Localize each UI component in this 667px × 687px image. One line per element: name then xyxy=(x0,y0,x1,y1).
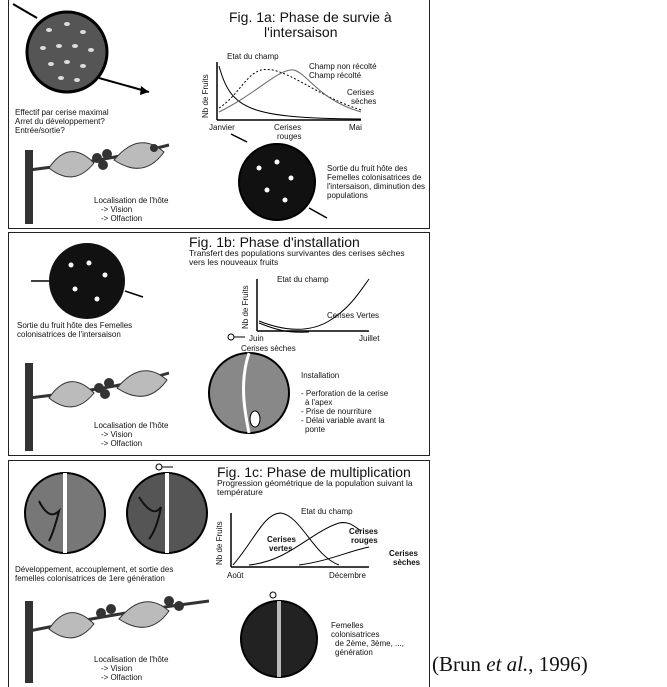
chart-1a-series-1: Champ non récolté xyxy=(309,62,377,71)
right-label-4: génération xyxy=(335,648,373,657)
infested-cherry xyxy=(25,10,109,94)
host-vision: -> Vision xyxy=(101,664,133,673)
chart-1b-xtick-july: Juillet xyxy=(359,334,380,343)
panel-1a-title-line1: Fig. 1a: Phase de survie à xyxy=(229,9,392,25)
chart-1a-field-state: Etat du champ xyxy=(227,52,279,61)
left-label-2: femelles colonisatrices de 1ere générati… xyxy=(15,574,165,583)
citation-prefix: (Brun xyxy=(432,652,487,676)
panel-1c-subtitle-2: température xyxy=(217,487,263,497)
host-vision: -> Vision xyxy=(101,205,133,214)
right-label-2: colonisatrices xyxy=(331,630,380,639)
right-label-1: Sortie du fruit hôte des xyxy=(327,164,408,173)
chart-1a-ylabel: Nb de Fruits xyxy=(201,74,210,118)
citation: (Brun et al., 1996) xyxy=(432,652,588,677)
right-label-2: Femelles colonisatrices de xyxy=(327,173,422,182)
chart-1b-ylabel: Nb de Fruits xyxy=(241,285,250,329)
chart-1c-dry-1: Cerises xyxy=(389,549,418,558)
chart-1b-xtick-june: Juin xyxy=(249,334,264,343)
chart-1c-xtick-dec: Décembre xyxy=(329,571,366,580)
panel-installation-phase: Fig. 1b: Phase d'installation Transfert … xyxy=(8,232,430,456)
chart-1c-dry-2: sèches xyxy=(393,558,421,567)
chart-1a-xtick-red-1: Cerises xyxy=(274,123,302,132)
host-olfaction: -> Olfaction xyxy=(101,439,143,448)
panel-1b-subtitle-1: Transfert des populations survivantes de… xyxy=(189,248,405,258)
left-label-2: Arret du développement? xyxy=(15,117,105,126)
panel-1b-drawing xyxy=(25,243,370,451)
panel-1c-drawing xyxy=(24,463,370,683)
chart-1b-green: Cerises Vertes xyxy=(327,311,380,320)
panel-1c-subtitle-1: Progression géométrique de la population… xyxy=(217,478,413,488)
chart-1c-green-2: vertes xyxy=(269,544,293,553)
chart-1c-red-2: rouges xyxy=(351,536,378,545)
chart-1a-xtick-may: Mai xyxy=(349,123,362,132)
left-label-2: colonisatrices de l'intersaison xyxy=(17,330,121,339)
install-item-3: - Prise de nourriture xyxy=(301,407,372,416)
chart-1a-dry-1: Cerises xyxy=(347,88,375,97)
chart-1c-xtick-aug: Août xyxy=(227,571,244,580)
panel-survival-phase: Fig. 1a: Phase de survie à l'intersaison… xyxy=(8,0,430,229)
panel-multiplication-phase: Fig. 1c: Phase de multiplication Progres… xyxy=(8,460,430,687)
chart-1a-series-2: Champ récolté xyxy=(309,71,362,80)
panel-1b-title: Fig. 1b: Phase d'installation xyxy=(189,234,360,250)
install-item-2: à l'apex xyxy=(305,398,333,407)
host-olfaction: -> Olfaction xyxy=(101,673,143,682)
chart-1a-xtick-red-2: rouges xyxy=(277,132,302,141)
green-cherry-section xyxy=(208,352,290,434)
panel-1a-title-line2: l'intersaison xyxy=(264,24,338,40)
chart-1b-field-state: Etat du champ xyxy=(277,275,329,284)
right-label-4: populations xyxy=(327,191,368,200)
citation-italic: et al. xyxy=(486,652,529,676)
left-label-1: Développement, accouplement, et sortie d… xyxy=(15,565,174,574)
chart-1b-dry: Cerises sèches xyxy=(241,344,296,353)
dry-cherry xyxy=(238,143,316,221)
host-olfaction: -> Olfaction xyxy=(101,214,143,223)
panel-1a-drawing xyxy=(12,3,362,224)
chart-1c-ylabel: Nb de Fruits xyxy=(215,521,224,565)
panel-1c-title: Fig. 1c: Phase de multiplication xyxy=(217,464,411,480)
host-label: Localisation de l'hôte xyxy=(94,655,169,664)
left-label-3: Entrée/sortie? xyxy=(15,126,65,135)
curve-unharvested xyxy=(218,65,362,120)
host-label: Localisation de l'hôte xyxy=(94,421,169,430)
chart-1a-dry-2: sèches xyxy=(351,97,377,106)
chart-1a-xtick-jan: Janvier xyxy=(209,123,235,132)
host-vision: -> Vision xyxy=(101,430,133,439)
install-item-4: - Délai variable avant la xyxy=(301,416,385,425)
install-item-1: - Perforation de la cerise xyxy=(301,389,389,398)
chart-1c-field-state: Etat du champ xyxy=(301,507,353,516)
left-label-1: Sortie du fruit hôte des Femelles xyxy=(17,321,133,330)
dry-cherry-exit xyxy=(49,243,125,319)
right-label-1: Femelles xyxy=(331,621,364,630)
right-label-3: l'intersaison, diminution des xyxy=(327,182,426,191)
right-label-3: de 2ème, 3ème, ..., xyxy=(335,639,404,648)
chart-1c-red-1: Cerises xyxy=(349,527,378,536)
chart-1c-green-1: Cerises xyxy=(267,535,296,544)
citation-suffix: , 1996) xyxy=(528,652,588,676)
install-item-5: ponte xyxy=(305,425,326,434)
host-label: Localisation de l'hôte xyxy=(94,196,169,205)
panel-1b-subtitle-2: vers les nouveaux fruits xyxy=(189,257,279,267)
left-label-1: Effectif par cerise maximal xyxy=(15,108,109,117)
install-title: Installation xyxy=(301,371,340,380)
